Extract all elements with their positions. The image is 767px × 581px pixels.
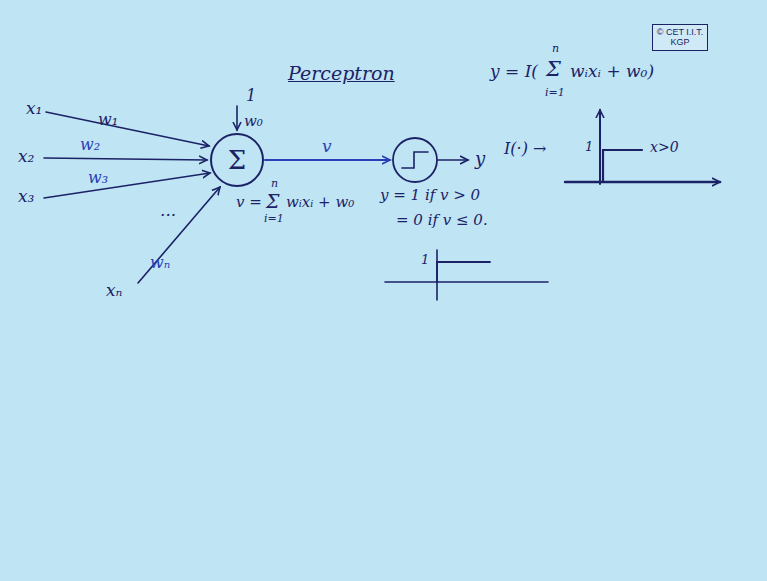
weight-name: w₀ xyxy=(244,112,263,130)
activation-arrow xyxy=(265,159,390,161)
step-graph xyxy=(437,262,490,282)
summation-symbol: Σ xyxy=(228,147,246,173)
weight-name: w₂ xyxy=(80,135,100,154)
bias-input: 1 xyxy=(246,86,256,105)
input-name: x₃ xyxy=(18,186,34,206)
sum-limit: i=1 xyxy=(264,212,284,225)
input-name: x₁ xyxy=(26,98,42,118)
input-arrow xyxy=(138,187,220,283)
graph-axis xyxy=(385,281,548,283)
summation-circle: Σ xyxy=(210,133,264,187)
step-symbol xyxy=(402,152,428,168)
sum-limit: n xyxy=(552,42,559,55)
weight-name: w₃ xyxy=(88,168,108,187)
badge-text: © CET I.I.T. KGP xyxy=(656,27,704,48)
graph-axis xyxy=(565,181,720,183)
condition-note: x>0 xyxy=(650,139,679,156)
output-name: y xyxy=(475,148,485,170)
diagram-title: Perceptron xyxy=(288,62,395,85)
function-name: I(·) → xyxy=(504,139,546,158)
formula-part: wᵢxᵢ + w₀) xyxy=(570,61,654,81)
sum-symbol: Σ xyxy=(546,57,561,82)
bias-arrow xyxy=(236,106,238,130)
sum-limit: i=1 xyxy=(545,86,565,99)
input-arrow xyxy=(44,173,210,198)
axis-value: 1 xyxy=(421,252,429,268)
ellipsis: ... xyxy=(160,200,176,220)
axis-value: 1 xyxy=(585,139,593,155)
input-name: x₂ xyxy=(18,146,34,166)
step-graph xyxy=(603,150,642,182)
copyright-badge: © CET I.I.T. KGP xyxy=(652,24,708,51)
formula-part: v = xyxy=(236,193,262,211)
weight-name: w₁ xyxy=(98,110,118,129)
input-name: xₙ xyxy=(106,280,122,300)
weight-name: wₙ xyxy=(150,253,170,272)
input-arrow xyxy=(44,158,207,160)
sum-symbol: Σ xyxy=(266,190,279,213)
formula-part: wᵢxᵢ + w₀ xyxy=(286,193,354,211)
step-circle xyxy=(393,138,437,182)
graph-axis xyxy=(599,110,601,184)
input-arrow xyxy=(46,112,209,146)
formula-line: = 0 if v ≤ 0. xyxy=(396,211,488,229)
formula-line: y = 1 if v > 0 xyxy=(380,186,480,204)
sum-limit: n xyxy=(271,177,278,190)
formula-part: y = I( xyxy=(490,61,538,81)
output-arrow xyxy=(438,159,468,161)
signal-name: v xyxy=(322,136,332,156)
